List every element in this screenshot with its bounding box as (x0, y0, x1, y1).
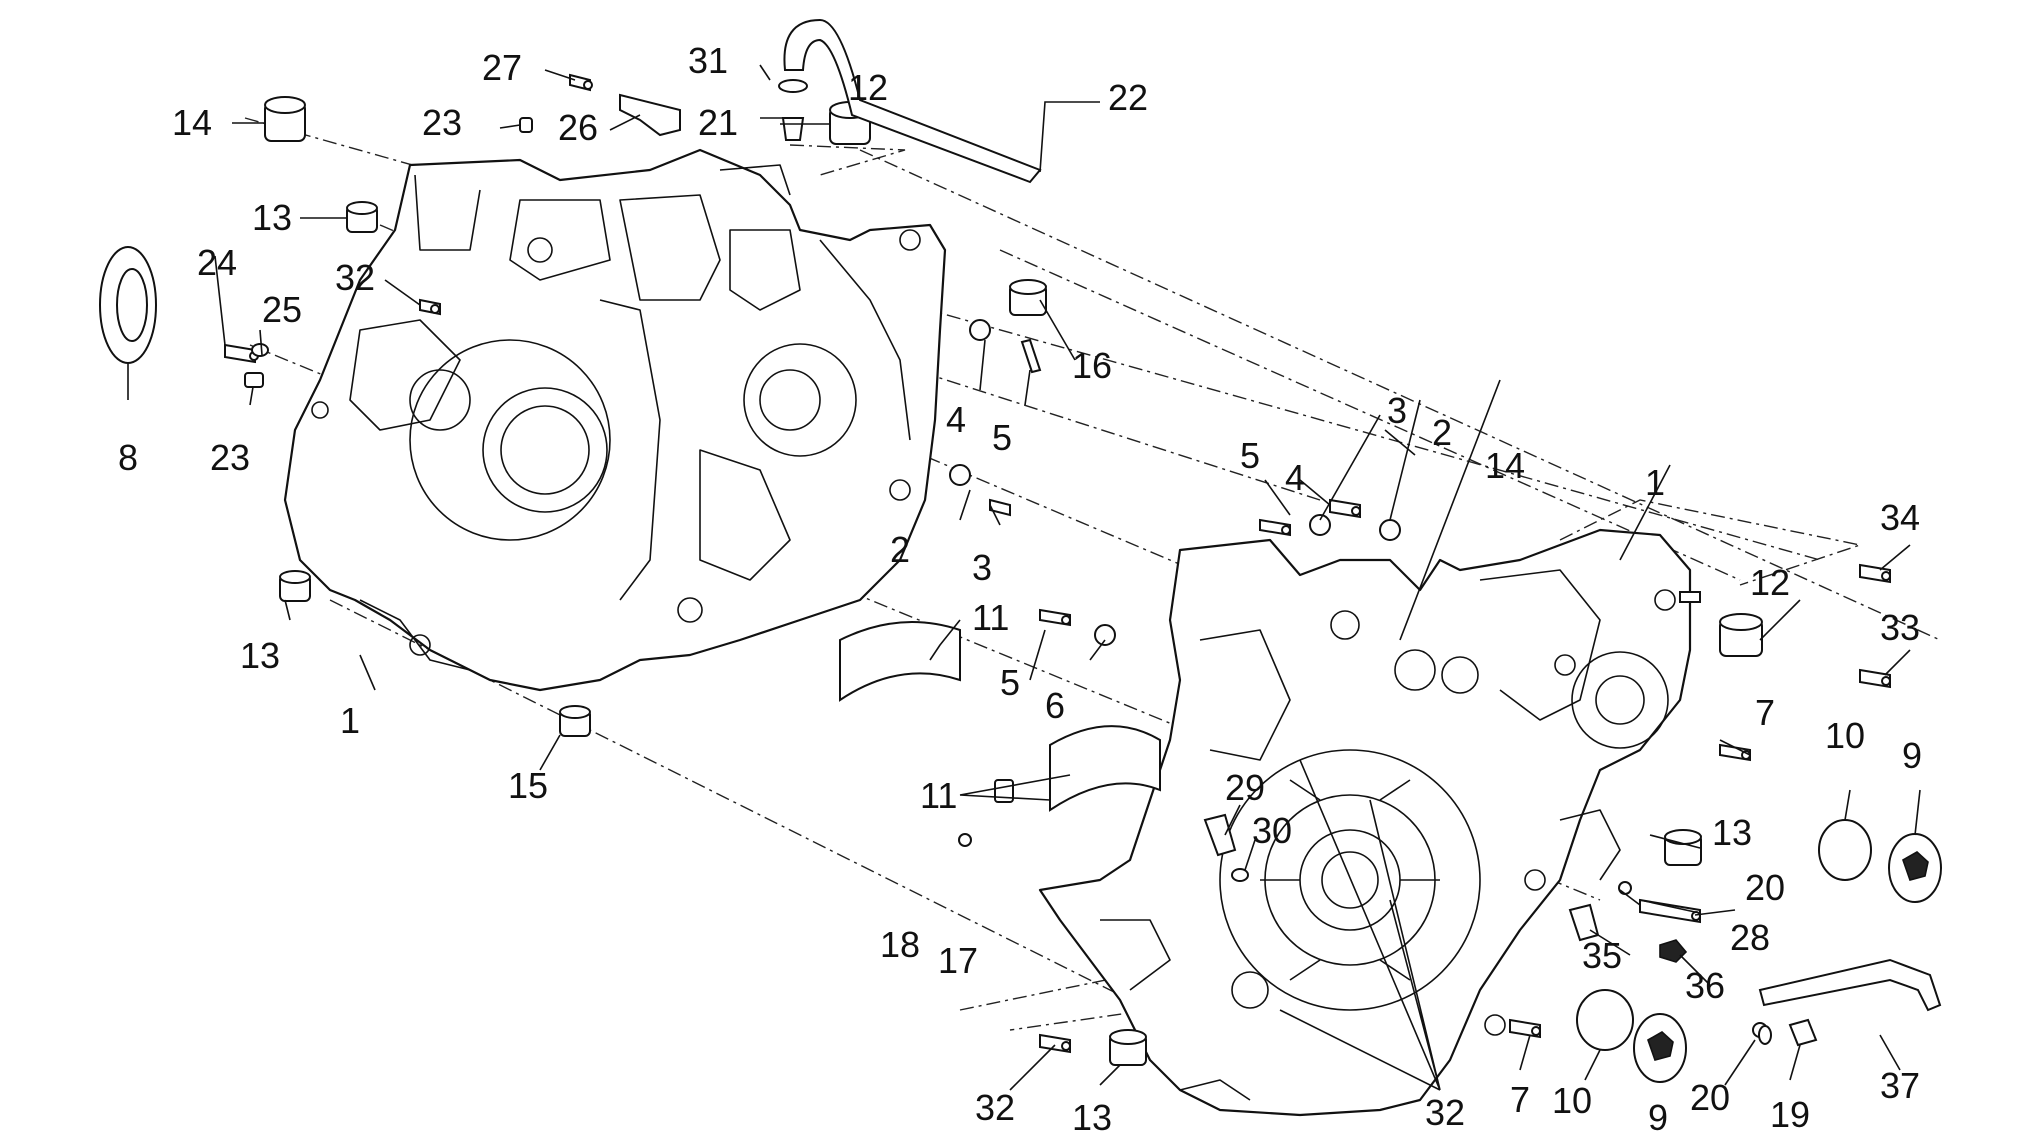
label-3-left: 3 (972, 547, 992, 588)
label-7-top: 7 (1755, 692, 1775, 733)
label-30: 30 (1252, 810, 1292, 851)
label-31: 31 (688, 40, 728, 81)
label-29: 29 (1225, 767, 1265, 808)
label-33: 33 (1880, 607, 1920, 648)
label-20-bottom: 20 (1690, 1077, 1730, 1118)
label-34: 34 (1880, 497, 1920, 538)
label-28: 28 (1730, 917, 1770, 958)
label-27: 27 (482, 47, 522, 88)
label-32-bottom-right: 32 (1425, 1092, 1465, 1133)
label-24: 24 (197, 242, 237, 283)
label-1-left: 1 (340, 700, 360, 741)
label-13-bottom: 13 (1072, 1097, 1112, 1136)
label-11-bottom: 11 (920, 775, 957, 816)
label-17: 17 (938, 940, 978, 981)
label-1-right: 1 (1645, 462, 1665, 503)
label-5-left: 5 (992, 417, 1012, 458)
label-7-bottom: 7 (1510, 1079, 1530, 1120)
label-13-left-bottom: 13 (240, 635, 280, 676)
label-12-right: 12 (1750, 562, 1790, 603)
label-18: 18 (880, 924, 920, 965)
label-35: 35 (1582, 935, 1622, 976)
label-10-bottom: 10 (1552, 1080, 1592, 1121)
label-32-left: 32 (335, 257, 375, 298)
label-12-top: 12 (848, 67, 888, 108)
label-5-right-mid: 5 (1000, 662, 1020, 703)
label-8: 8 (118, 437, 138, 478)
label-15: 15 (508, 765, 548, 806)
label-13-left-top: 13 (252, 197, 292, 238)
label-23-left: 23 (210, 437, 250, 478)
label-2-right: 2 (1432, 412, 1452, 453)
label-23-top: 23 (422, 102, 462, 143)
small-parts (99, 18, 1942, 1083)
label-4-right: 4 (1285, 457, 1305, 498)
label-25: 25 (262, 289, 302, 330)
label-22: 22 (1108, 77, 1148, 118)
label-21: 21 (698, 102, 738, 143)
label-14-right: 14 (1485, 445, 1525, 486)
right-crankcase-half (1038, 528, 1692, 1117)
label-16: 16 (1072, 345, 1112, 386)
label-4-left: 4 (946, 399, 966, 440)
label-9-bottom: 9 (1648, 1097, 1668, 1136)
leader-lines (127, 64, 1921, 1091)
label-9-right: 9 (1902, 735, 1922, 776)
left-crankcase-half (283, 148, 947, 692)
label-20-top: 20 (1745, 867, 1785, 908)
label-3-right: 3 (1387, 390, 1407, 431)
label-37: 37 (1880, 1065, 1920, 1106)
label-2-left: 2 (890, 529, 910, 570)
label-36: 36 (1685, 965, 1725, 1006)
part-labels: 14 27 23 26 31 21 12 22 13 24 25 32 8 23… (118, 40, 1922, 1136)
label-13-right: 13 (1712, 812, 1752, 853)
label-11-top: 11 (972, 597, 1009, 638)
label-14-left: 14 (172, 102, 212, 143)
label-32-bottom-left: 32 (975, 1087, 1015, 1128)
label-6: 6 (1045, 685, 1065, 726)
label-26: 26 (558, 107, 598, 148)
label-10-right: 10 (1825, 715, 1865, 756)
label-19: 19 (1770, 1094, 1810, 1135)
label-5-right-top: 5 (1240, 435, 1260, 476)
